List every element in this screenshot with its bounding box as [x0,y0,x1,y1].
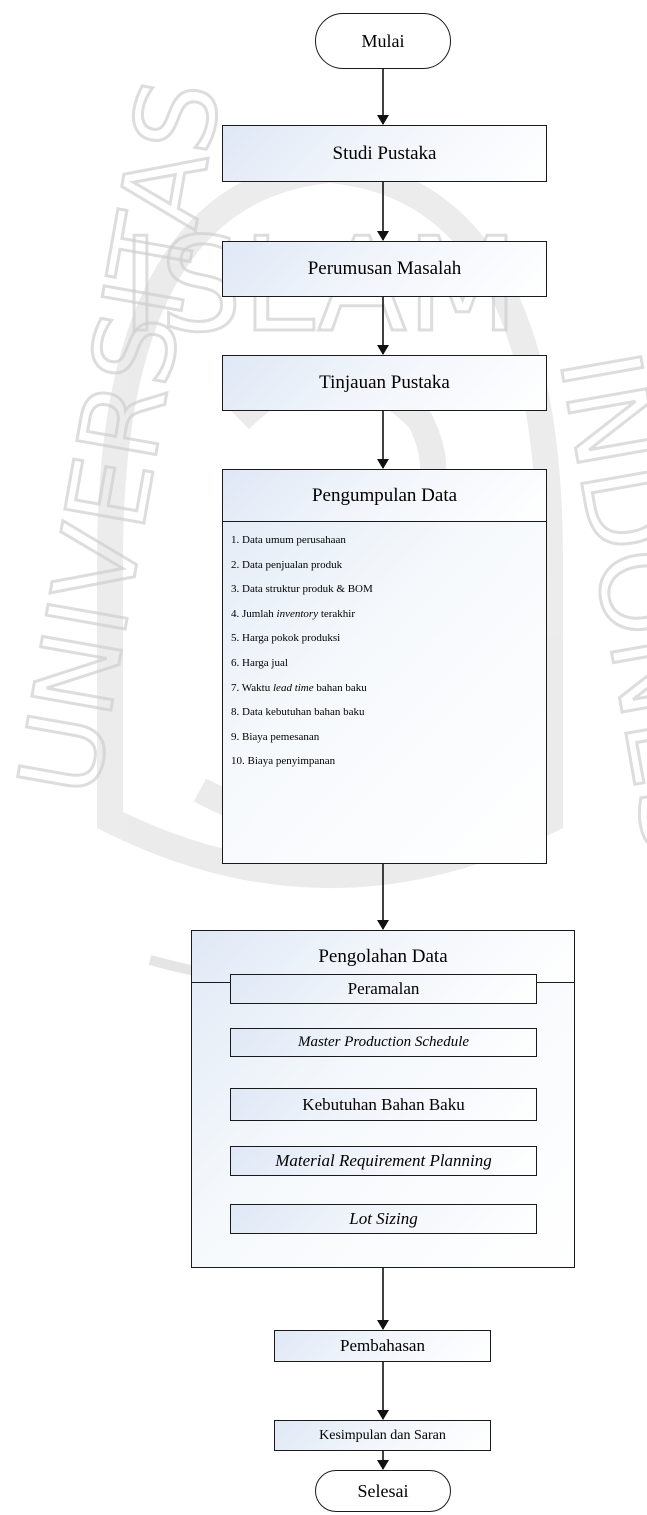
mps-box: Master Production Schedule [230,1028,537,1057]
mps-label: Master Production Schedule [297,1034,470,1050]
data-item: 9. Biaya pemesanan [231,730,320,743]
lot-sizing-box: Lot Sizing [230,1204,537,1234]
pengumpulan-data-box: Pengumpulan Data 1. Data umum perusahaan… [222,469,547,864]
start-label: Mulai [361,30,405,51]
data-item: 2. Data penjualan produk [231,558,343,571]
end-terminal: Selesai [315,1470,451,1512]
studi-pustaka-label: Studi Pustaka [332,142,437,164]
pengolahan-data-title: Pengolahan Data [318,945,448,967]
pengumpulan-data-title: Pengumpulan Data [311,484,458,506]
data-item: 4. Jumlah inventory terakhir [231,607,356,620]
peramalan-box: Peramalan [230,974,537,1004]
start-terminal: Mulai [315,13,451,69]
data-item: 8. Data kebutuhan bahan baku [231,706,365,719]
data-item: 6. Harga jual [231,656,288,669]
kesimpulan-label: Kesimpulan dan Saran [319,1427,446,1443]
mrp-label: Material Requirement Planning [275,1151,492,1170]
kebutuhan-bahan-baku-box: Kebutuhan Bahan Baku [230,1088,537,1121]
data-item: 7. Waktu lead time bahan baku [231,681,367,694]
tinjauan-pustaka-box: Tinjauan Pustaka [222,355,547,411]
studi-pustaka-box: Studi Pustaka [222,125,547,182]
data-item: 5. Harga pokok produksi [231,632,341,645]
watermark-text-left: UNIVERSITAS [0,71,246,805]
kebutuhan-bahan-baku-label: Kebutuhan Bahan Baku [302,1094,465,1114]
data-item: 1. Data umum perusahaan [231,534,346,546]
kesimpulan-box: Kesimpulan dan Saran [274,1420,491,1451]
end-label: Selesai [357,1480,409,1501]
pembahasan-label: Pembahasan [340,1336,425,1355]
pembahasan-box: Pembahasan [274,1330,491,1362]
data-items-list: 1. Data umum perusahaan 2. Data penjuala… [231,528,373,774]
perumusan-masalah-label: Perumusan Masalah [307,258,462,279]
perumusan-masalah-box: Perumusan Masalah [222,241,547,297]
tinjauan-pustaka-label: Tinjauan Pustaka [319,372,450,393]
pengumpulan-data-body: 1. Data umum perusahaan 2. Data penjuala… [223,522,546,863]
pengumpulan-data-header: Pengumpulan Data [223,470,546,522]
data-item: 10. Biaya penyimpanan [231,755,336,768]
data-item: 3. Data struktur produk & BOM [231,583,373,596]
peramalan-label: Peramalan [347,979,420,998]
lot-sizing-label: Lot Sizing [349,1209,418,1228]
mrp-box: Material Requirement Planning [230,1146,537,1176]
